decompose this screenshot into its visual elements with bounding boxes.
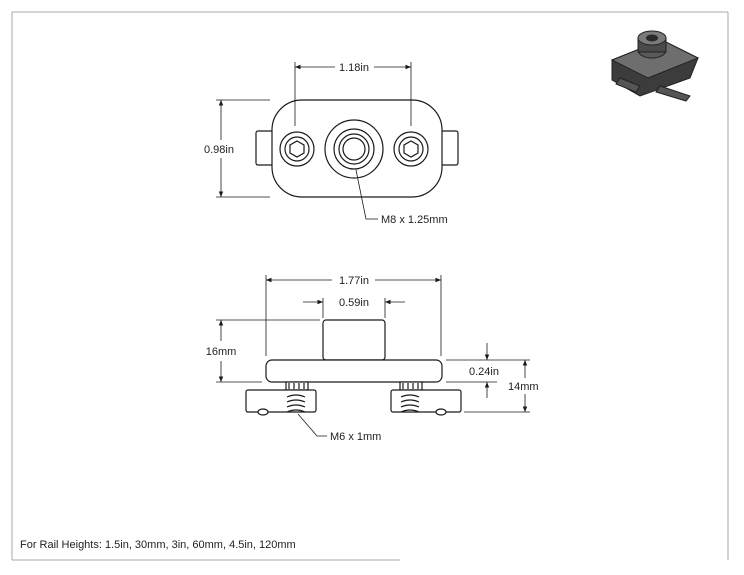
screw-thread-callout: M6 x 1mm (330, 431, 381, 443)
plate-thickness-dimension: 0.24in (469, 366, 499, 378)
top-width-dimension: 1.18in (339, 62, 369, 74)
right-rail-nut-stub (439, 130, 459, 166)
left-nut-threads (286, 394, 306, 413)
left-rail-nut (245, 389, 317, 413)
boss-profile (322, 319, 386, 361)
right-screw-thread (399, 381, 423, 391)
side-overall-width-dimension: 1.77in (339, 275, 369, 287)
rail-heights-note: For Rail Heights: 1.5in, 30mm, 3in, 60mm… (20, 539, 296, 551)
top-view-dimensions (216, 62, 412, 220)
left-screw-thread (285, 381, 309, 391)
center-thread-callout: M8 x 1.25mm (381, 214, 448, 226)
top-view (255, 99, 459, 198)
top-height-dimension: 0.98in (204, 144, 234, 156)
left-rail-nut-stub (255, 130, 275, 166)
side-boss-width-dimension: 0.59in (339, 297, 369, 309)
side-view (245, 319, 462, 416)
plate-profile (265, 359, 443, 383)
rail-height-dimension: 14mm (508, 381, 539, 393)
right-screw-head (393, 131, 429, 167)
side-overall-height-dimension: 16mm (206, 346, 237, 358)
sheet-frame (11, 11, 729, 561)
right-rail-nut (390, 389, 462, 413)
right-nut-threads (400, 394, 420, 413)
center-threaded-boss (324, 119, 384, 179)
left-screw-head (279, 131, 315, 167)
isometric-preview (610, 30, 700, 102)
side-view-dimensions (216, 275, 530, 437)
